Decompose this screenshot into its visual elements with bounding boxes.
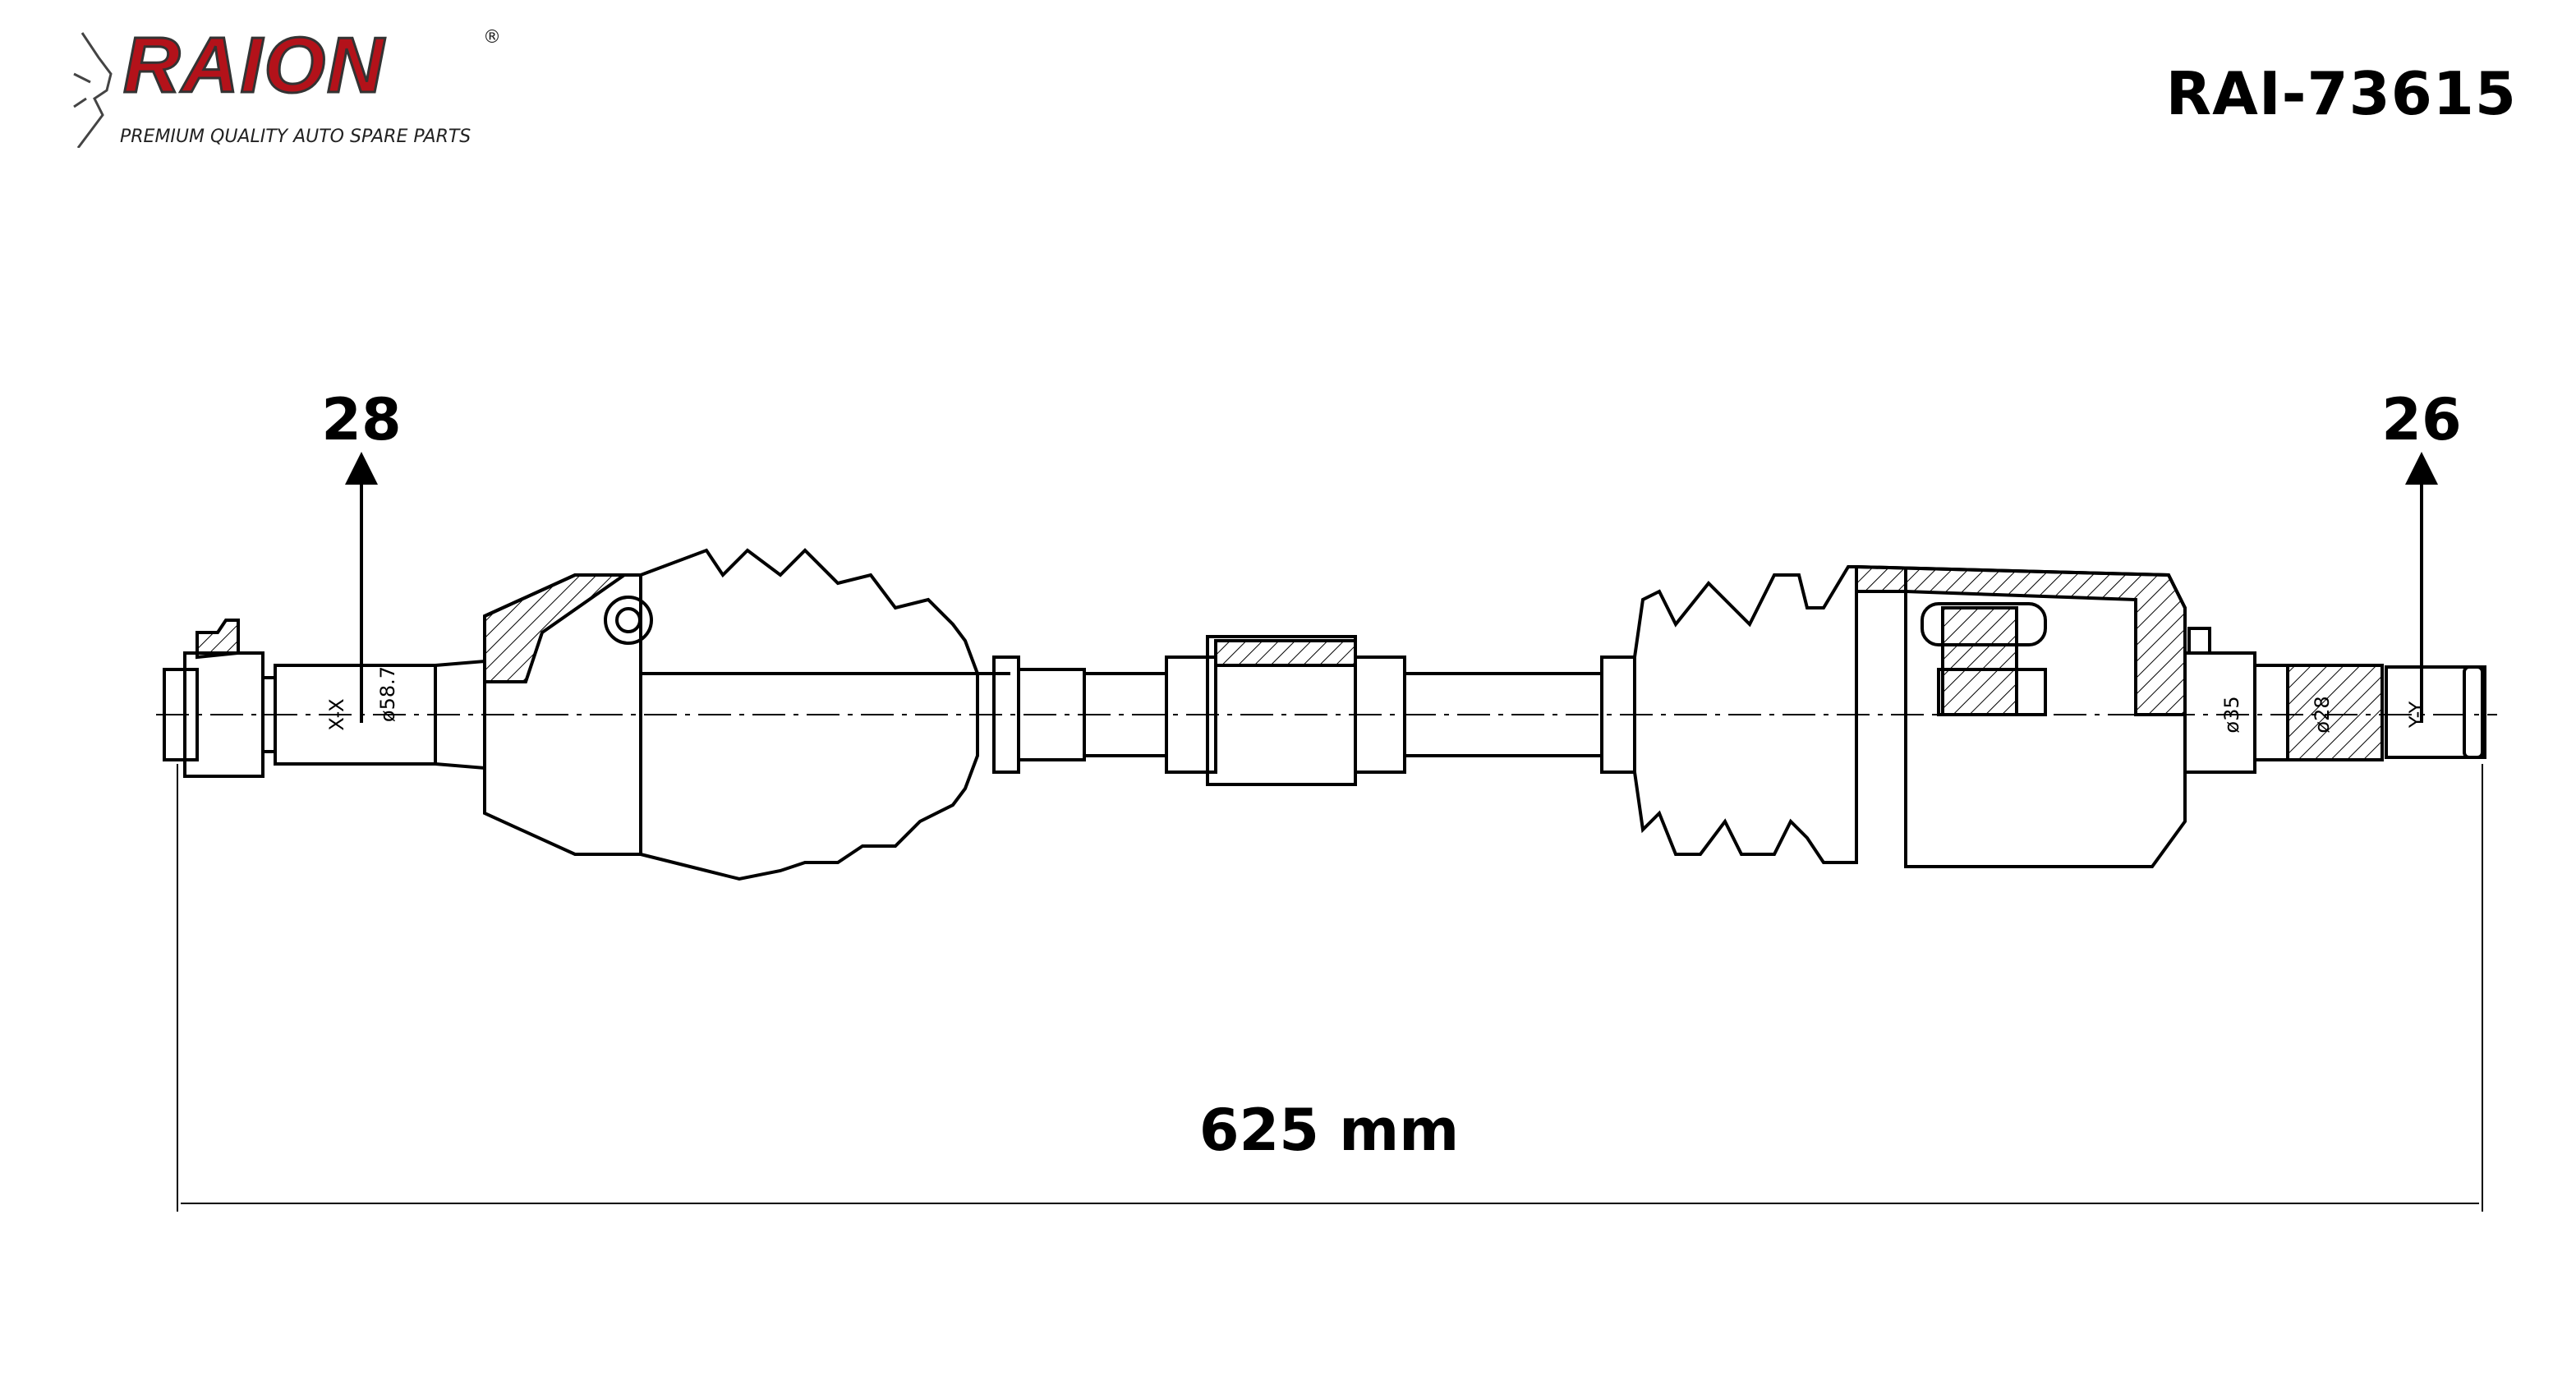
- shaft-section-x: [274, 664, 437, 766]
- overall-length: 625 mm: [1199, 1097, 1459, 1164]
- shaft-section-y: [2385, 665, 2486, 759]
- diameter-28-label: ø28: [2311, 696, 2334, 733]
- stub-end: [163, 668, 199, 761]
- diameter-35-label: ø35: [2220, 696, 2243, 733]
- right-spline-count: 26: [2381, 386, 2461, 453]
- left-spline-count: 28: [321, 386, 401, 453]
- outer-boot: [640, 548, 979, 881]
- spline-section-28: [2286, 664, 2384, 761]
- brand-name: RAION: [122, 21, 386, 109]
- section-x-label: X-X: [325, 698, 348, 730]
- diameter-58-label: ø58.7: [376, 666, 399, 722]
- section-y-label: Y-Y: [2405, 702, 2428, 729]
- brand-logo: RAION ® PREMIUM QUALITY AUTO SPARE PARTS: [66, 21, 526, 156]
- registered-mark: ®: [483, 27, 501, 48]
- lion-head-icon: [73, 32, 113, 148]
- brand-tagline: PREMIUM QUALITY AUTO SPARE PARTS: [120, 126, 472, 147]
- part-number: RAI-73615: [2165, 59, 2517, 128]
